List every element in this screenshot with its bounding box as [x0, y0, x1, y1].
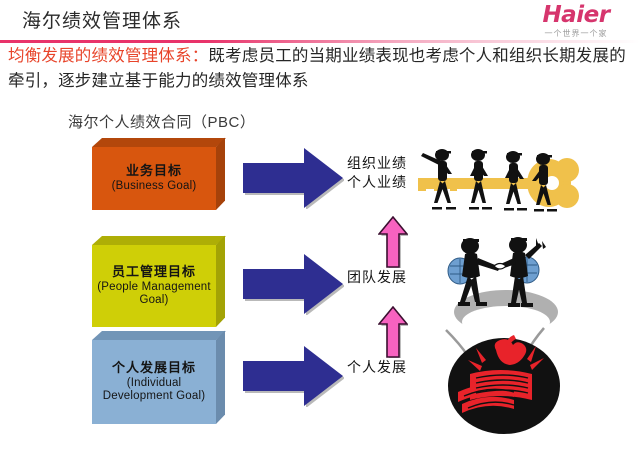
goal-box-business[interactable]: 业务目标 (Business Goal)	[92, 137, 226, 210]
brand-tagline: 一个世界一个家	[544, 29, 608, 38]
box-front-face	[92, 340, 216, 424]
box-front-face	[92, 147, 216, 210]
box-side-face	[216, 137, 225, 210]
brand-logo: Haier 一个世界一个家	[524, 4, 628, 38]
right-arrow-icon-people	[243, 254, 344, 315]
outcome-performance-line1: 组织业绩	[347, 155, 407, 171]
outcome-label-performance: 组织业绩 个人业绩	[347, 154, 407, 192]
box-top-face	[92, 138, 226, 147]
box-side-face	[216, 235, 225, 327]
outcome-label-individual: 个人发展	[347, 359, 407, 375]
people-carrying-key-illustration	[418, 149, 579, 212]
outcome-label-team: 团队发展	[347, 269, 407, 285]
page-title: 海尔绩效管理体系	[22, 11, 183, 32]
box-side-face	[216, 330, 225, 424]
two-people-helping-illustration	[447, 237, 558, 338]
goal-box-people-label-cn: 员工管理目标	[111, 264, 196, 280]
right-arrow-icon-individual	[243, 346, 344, 407]
up-arrow-icon-individual	[378, 306, 408, 358]
brand-wordmark: Haier	[542, 2, 610, 28]
diagram-caption: 海尔个人绩效合同（PBC）	[68, 114, 256, 131]
box-top-face	[92, 236, 226, 245]
subtitle-paragraph: 均衡发展的绩效管理体系：既考虑员工的当期业绩表现也考虑个人和组织长期发展的牵引，…	[8, 44, 632, 94]
title-divider	[0, 40, 640, 43]
box-front-face	[92, 245, 216, 327]
up-arrow-icon-team	[378, 216, 408, 268]
books-and-apple-badge-illustration	[445, 327, 560, 434]
box-top-face	[92, 331, 226, 340]
goal-box-people-management[interactable]: 员工管理目标 (People Management Goal)	[92, 235, 226, 327]
subtitle-body-text: 既考虑员工的当期业绩表现也考虑个人和组织长期发展的牵引，逐步建立基于能力的绩效管…	[8, 47, 626, 90]
pbc-diagram: 业务目标 (Business Goal) 员工管理目标 (People Mana…	[0, 130, 640, 456]
goal-box-business-label-cn: 业务目标	[125, 163, 182, 179]
goal-box-individual-label-en: (Individual Development Goal)	[102, 376, 206, 402]
goal-box-people-label-en: (People Management Goal)	[97, 280, 211, 306]
goal-box-individual-label-cn: 个人发展目标	[111, 360, 196, 376]
subtitle-accent-text: 均衡发展的绩效管理体系：	[8, 47, 209, 65]
goal-box-business-label-en: (Business Goal)	[111, 179, 197, 192]
right-arrow-icon-business	[243, 148, 344, 209]
outcome-performance-line2: 个人业绩	[347, 174, 407, 190]
goal-box-individual-development[interactable]: 个人发展目标 (Individual Development Goal)	[92, 330, 226, 424]
